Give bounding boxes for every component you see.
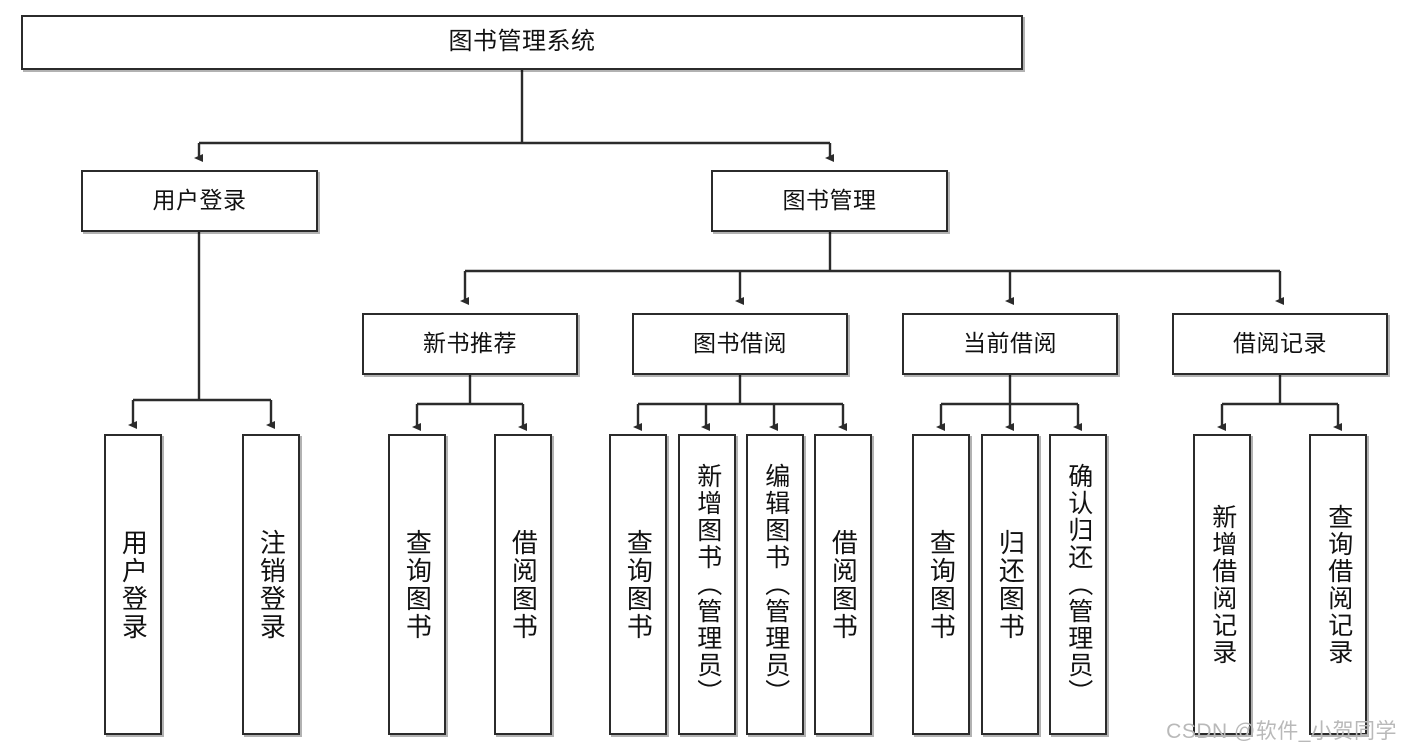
- node-leaf-return-book[interactable]: 归还图书: [981, 434, 1039, 735]
- node-borrow-record-label: 借阅记录: [1233, 330, 1327, 357]
- node-leaf-query-book-2[interactable]: 查询图书: [609, 434, 667, 735]
- node-book-borrow-label: 图书借阅: [693, 330, 787, 357]
- node-leaf-user-login[interactable]: 用户登录: [104, 434, 162, 735]
- node-borrow-record[interactable]: 借阅记录: [1172, 313, 1388, 375]
- node-leaf-confirm-return[interactable]: 确认归还（管理员）: [1049, 434, 1107, 735]
- node-leaf-borrow-book-2-label: 借阅图书: [828, 528, 859, 641]
- node-new-book-rec[interactable]: 新书推荐: [362, 313, 578, 375]
- node-root-label: 图书管理系统: [448, 28, 596, 56]
- node-new-book-rec-label: 新书推荐: [423, 330, 517, 357]
- node-root[interactable]: 图书管理系统: [21, 15, 1023, 70]
- node-leaf-query-record[interactable]: 查询借阅记录: [1309, 434, 1367, 735]
- node-leaf-query-book-3-label: 查询图书: [926, 528, 957, 641]
- node-user-login-label: 用户登录: [152, 187, 247, 214]
- node-leaf-borrow-book-1-label: 借阅图书: [508, 528, 539, 641]
- node-current-borrow-label: 当前借阅: [963, 330, 1057, 357]
- node-leaf-user-logout-label: 注销登录: [256, 528, 287, 641]
- node-leaf-return-book-label: 归还图书: [995, 528, 1026, 641]
- node-leaf-edit-book[interactable]: 编辑图书（管理员）: [746, 434, 804, 735]
- node-user-login[interactable]: 用户登录: [81, 170, 318, 232]
- node-leaf-query-book-2-label: 查询图书: [623, 528, 654, 641]
- node-leaf-borrow-book-1[interactable]: 借阅图书: [494, 434, 552, 735]
- node-leaf-confirm-return-label: 确认归还（管理员）: [1064, 463, 1093, 706]
- node-book-manage[interactable]: 图书管理: [711, 170, 948, 232]
- node-leaf-query-book-3[interactable]: 查询图书: [912, 434, 970, 735]
- node-leaf-add-record[interactable]: 新增借阅记录: [1193, 434, 1251, 735]
- node-leaf-edit-book-label: 编辑图书（管理员）: [761, 463, 790, 706]
- node-leaf-query-record-label: 查询借阅记录: [1324, 503, 1353, 666]
- node-book-borrow[interactable]: 图书借阅: [632, 313, 848, 375]
- node-leaf-add-book[interactable]: 新增图书（管理员）: [678, 434, 736, 735]
- node-leaf-query-book-1-label: 查询图书: [402, 528, 433, 641]
- node-leaf-query-book-1[interactable]: 查询图书: [388, 434, 446, 735]
- node-leaf-add-record-label: 新增借阅记录: [1208, 503, 1237, 666]
- node-leaf-user-logout[interactable]: 注销登录: [242, 434, 300, 735]
- node-book-manage-label: 图书管理: [782, 187, 877, 214]
- node-leaf-borrow-book-2[interactable]: 借阅图书: [814, 434, 872, 735]
- node-leaf-add-book-label: 新增图书（管理员）: [693, 463, 722, 706]
- node-leaf-user-login-label: 用户登录: [118, 528, 149, 641]
- node-current-borrow[interactable]: 当前借阅: [902, 313, 1118, 375]
